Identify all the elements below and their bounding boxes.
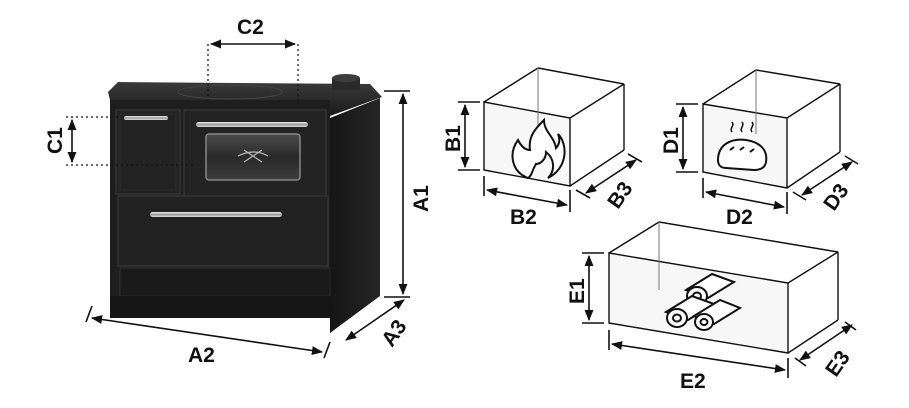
label-c1: C1 [44,127,67,154]
drawer-rail [150,212,282,217]
label-e3: E3 [821,347,855,381]
wood-storage-dimension-lines [582,252,857,378]
dim-a3-arrow [345,299,405,341]
wood-storage-box [608,221,839,354]
label-e1: E1 [566,278,589,304]
label-c2: C2 [237,16,264,39]
label-d2: D2 [726,206,753,229]
label-b2: B2 [510,206,537,229]
label-a1: A1 [410,185,433,212]
stove-guides [66,44,299,166]
oven-door [183,109,327,211]
dim-e2-arrow [610,341,787,373]
oven-box [702,69,841,189]
firebox-box [483,67,625,187]
label-d3: D3 [819,180,853,215]
oven-door-rail [196,122,308,127]
flame-icon [511,117,566,180]
label-b3: B3 [603,178,637,213]
dim-b2-arrow [485,187,569,208]
bread-icon [716,121,768,172]
oven-window [205,133,301,181]
stove-side-panel [330,98,380,333]
flue-outlet [332,74,360,90]
hob-plate [177,84,283,100]
label-a3: A3 [377,316,411,351]
label-a2: A2 [188,344,215,367]
stove-plinth [119,267,331,297]
oven-thermometer-icon [237,149,269,163]
label-b1: B1 [442,125,465,152]
dim-e3-arrow [799,324,853,361]
firewood-logs-icon [663,272,743,331]
dim-b3-arrow [585,159,637,194]
wood-cooker-stove [108,74,382,333]
firebox-dimension-lines [458,101,643,212]
dim-d3-arrow [801,161,853,196]
label-e2: E2 [680,370,706,393]
label-d1: D1 [660,127,683,154]
firebox-door-rail [124,116,168,120]
stove-dimension-lines [67,39,410,359]
storage-drawer [117,195,329,267]
firebox-door [115,109,181,195]
dim-d2-arrow [704,189,786,210]
oven-dimension-lines [676,103,859,214]
dim-a2-arrow [90,315,324,355]
